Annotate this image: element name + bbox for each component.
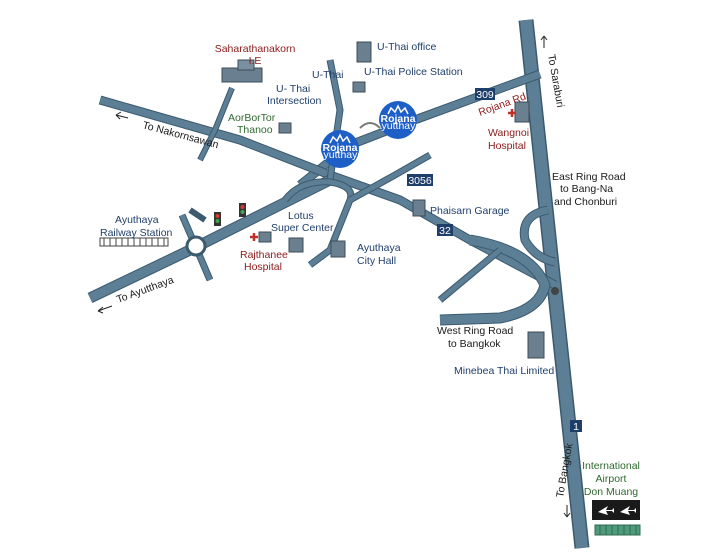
label-aorbortor: AorBorTor (228, 112, 276, 124)
rojana-logo-text-bottom: Ayutthaya (317, 149, 364, 161)
label-railway-1: Ayuthaya (115, 214, 159, 226)
route-shield-32: 32 (437, 224, 453, 237)
hospital-cross-icon (508, 109, 516, 117)
shield-309-text: 309 (476, 89, 494, 101)
arch-icon (359, 122, 381, 129)
label-city-hall-2: City Hall (357, 255, 396, 267)
saharathanakorn-road (198, 87, 234, 161)
building-icon (221, 59, 263, 83)
building-icon (258, 231, 272, 243)
label-west-ring-2: to Bangkok (448, 338, 501, 350)
arrow-icon (97, 305, 113, 314)
label-east-ring-1: East Ring Road (552, 171, 626, 183)
road-to-ayutthaya (88, 175, 333, 303)
label-west-ring-1: West Ring Road (437, 325, 513, 337)
building-icon (278, 122, 292, 134)
label-uthai-police: U-Thai Police Station (364, 66, 463, 78)
label-thanoo: Thanoo (237, 124, 273, 136)
label-phaisarn: Phaisarn Garage (430, 205, 510, 217)
label-wangnoi-1: Wangnoi (488, 127, 529, 139)
rojana-logo-text-top: Rojana (380, 113, 415, 125)
road-3056 (348, 152, 432, 203)
hospital-cross-icon (250, 233, 258, 241)
rojana-logo-text-top: Rojana (322, 142, 357, 154)
arrow-icon (115, 111, 129, 120)
label-uthai-office: U-Thai office (377, 41, 436, 53)
junction-marker (551, 287, 559, 295)
label-airport-2: Airport (596, 473, 627, 485)
shield-32-text: 32 (439, 225, 451, 237)
building-icon (330, 240, 346, 258)
label-minebea: Minebea Thai Limited (454, 365, 554, 377)
arrow-icon (563, 505, 571, 518)
label-lotus-1: Lotus (288, 210, 314, 222)
building-icon (288, 237, 304, 253)
rojana-logo-icon: Rojana Ayutthaya (317, 130, 364, 168)
east-ring-road (520, 206, 556, 266)
route-shield-309: 309 (475, 88, 495, 101)
rojana-logo-icon: Rojana Ayutthaya (375, 101, 422, 139)
label-ie: I.E (249, 55, 262, 67)
traffic-light-icon (214, 212, 221, 226)
airport-terminal-icon (594, 524, 641, 536)
airplane-icon (592, 500, 640, 520)
label-saharathanakorn: Saharathanakorn (215, 43, 296, 55)
label-airport-1: International (582, 460, 640, 472)
route-shield-1: 1 (570, 420, 582, 433)
label-lotus-2: Super Center (271, 222, 334, 234)
label-uthai-intersection-2: Intersection (267, 95, 321, 107)
building-icon (527, 331, 545, 359)
label-uthai: U-Thai (312, 69, 344, 81)
label-rajthanee-2: Hospital (244, 261, 282, 273)
label-railway-2: Railway Station (100, 227, 173, 239)
label-east-ring-2: to Bang-Na (560, 183, 613, 195)
shield-1-text: 1 (573, 421, 579, 433)
label-city-hall-1: Ayuthaya (357, 242, 401, 254)
building-icon (352, 81, 366, 93)
shield-3056-text: 3056 (408, 175, 432, 187)
side-road (438, 248, 502, 302)
roundabout (185, 235, 207, 257)
rojana-logo-text-bottom: Ayutthaya (375, 120, 422, 132)
railway-track-icon (99, 237, 169, 247)
label-uthai-intersection-1: U- Thai (276, 83, 310, 95)
route-shield-3056: 3056 (407, 174, 433, 187)
label-wangnoi-2: Hospital (488, 140, 526, 152)
label-east-ring-3: and Chonburi (554, 196, 617, 208)
west-ring-road (439, 235, 550, 325)
arrow-icon (540, 35, 548, 48)
label-to-saraburi: To Saraburi (545, 53, 566, 108)
label-airport-3: Don Muang (584, 486, 638, 498)
building-icon (412, 199, 426, 217)
building-icon (356, 41, 372, 63)
traffic-light-icon (239, 203, 246, 217)
label-rajthanee-1: Rajthanee (240, 249, 288, 261)
